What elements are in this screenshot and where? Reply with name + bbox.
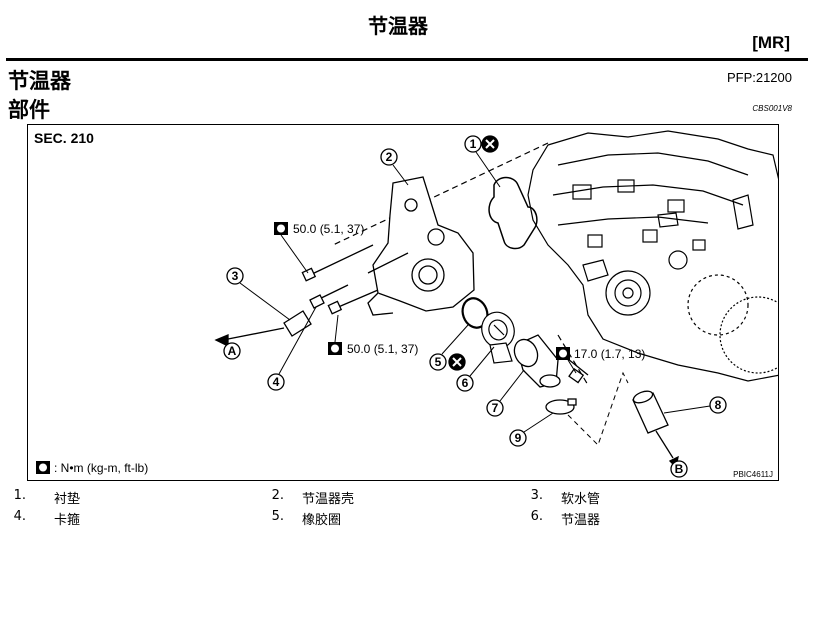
torque-unit-note: : N•m (kg-m, ft-lb) bbox=[36, 461, 148, 475]
callout-6: 6 bbox=[456, 346, 495, 392]
page-title: 节温器 bbox=[368, 14, 428, 38]
svg-text:4: 4 bbox=[273, 375, 280, 389]
svg-text:A: A bbox=[228, 344, 237, 358]
callout-2: 2 bbox=[380, 148, 409, 186]
pfp-code: PFP:21200 bbox=[726, 70, 792, 85]
torque-spec-1: 50.0 (5.1, 37) bbox=[274, 222, 364, 274]
svg-text:5: 5 bbox=[435, 355, 442, 369]
bolt-illustrations bbox=[301, 244, 589, 384]
callout-3: 3 bbox=[226, 267, 291, 321]
svg-text:B: B bbox=[675, 462, 684, 476]
svg-text:8: 8 bbox=[715, 398, 722, 412]
callout-9: 9 bbox=[509, 412, 554, 447]
svg-text:17.0 (1.7, 13): 17.0 (1.7, 13) bbox=[574, 347, 645, 361]
torque-spec-2: 50.0 (5.1, 37) bbox=[328, 314, 418, 356]
callout-8: 8 bbox=[663, 396, 727, 414]
legend-item-3: 3. 软水管 bbox=[530, 488, 601, 507]
lower-hose-illustration bbox=[632, 390, 679, 469]
hose-illustration bbox=[214, 284, 349, 348]
section-title: 节温器 bbox=[8, 69, 71, 93]
torque-spec-3: 17.0 (1.7, 13) bbox=[556, 347, 645, 374]
exploded-diagram: SEC. 210 bbox=[27, 124, 779, 481]
svg-text:: N•m (kg-m, ft-lb): : N•m (kg-m, ft-lb) bbox=[54, 461, 148, 475]
clamp-illustration bbox=[545, 398, 577, 415]
water-outlet-illustration bbox=[513, 334, 561, 388]
legend-item-4: 4. 卡箍 bbox=[13, 509, 81, 528]
callout-7: 7 bbox=[486, 369, 525, 417]
svg-text:50.0 (5.1, 37): 50.0 (5.1, 37) bbox=[347, 342, 418, 356]
svg-text:7: 7 bbox=[492, 401, 499, 415]
callout-4: 4 bbox=[267, 306, 317, 391]
view-label-a: A bbox=[223, 342, 241, 360]
svg-text:9: 9 bbox=[515, 431, 522, 445]
callout-1: 1 bbox=[464, 135, 501, 188]
section-label: SEC. 210 bbox=[34, 130, 94, 146]
legend-item-6: 6. 节温器 bbox=[530, 509, 601, 528]
legend-item-5: 5. 橡胶圈 bbox=[271, 509, 342, 528]
view-label-b: B bbox=[670, 460, 688, 478]
engine-block-illustration bbox=[332, 130, 778, 386]
figure-code: PBIC4611J bbox=[733, 470, 773, 479]
legend-item-2: 2. 节温器壳 bbox=[271, 488, 355, 507]
thermostat-housing-illustration bbox=[367, 176, 475, 316]
svg-text:1: 1 bbox=[470, 137, 477, 151]
svg-text:6: 6 bbox=[462, 376, 469, 390]
svg-text:50.0 (5.1, 37): 50.0 (5.1, 37) bbox=[293, 222, 364, 236]
gasket-illustration bbox=[488, 176, 538, 250]
model-tag: [MR] bbox=[752, 33, 790, 52]
document-code: CBS001V8 bbox=[752, 104, 792, 113]
callout-5: 5 bbox=[429, 324, 469, 371]
thermostat-illustration bbox=[481, 311, 515, 364]
legend-item-1: 1. 衬垫 bbox=[13, 488, 81, 507]
svg-text:2: 2 bbox=[386, 150, 393, 164]
rubber-ring-illustration bbox=[461, 297, 489, 329]
subsection-title: 部件 bbox=[8, 98, 50, 122]
svg-text:3: 3 bbox=[232, 269, 239, 283]
header-rule bbox=[6, 58, 808, 61]
